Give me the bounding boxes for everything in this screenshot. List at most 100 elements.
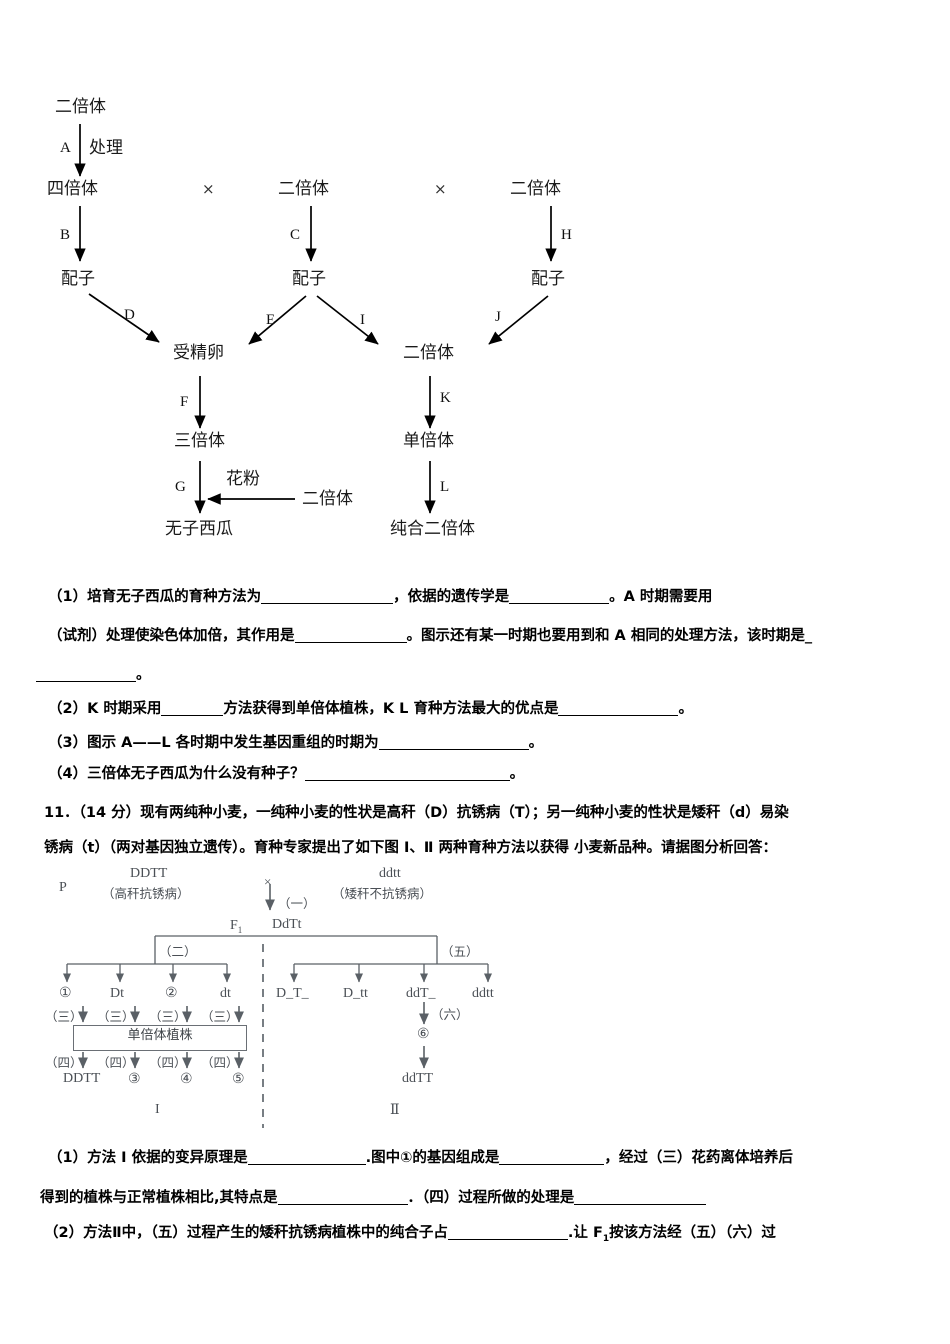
node-diploid-right: 二倍体 [510,179,561,199]
node-haploid: 单倍体 [403,431,454,451]
method1-gamete-3: ② [165,986,178,1001]
q11-2-text-b: .让 F [567,1225,603,1241]
q1-text-a: 培育无子西瓜的育种方法为 [87,589,262,605]
q11-2-text-a: 方法Ⅱ中，（五）过程产生的矮秆抗锈病植株中的纯合子占 [83,1225,448,1241]
edge-label-e: E [266,312,276,328]
step-three-label-1: （三） [45,1009,83,1024]
cross-symbol-2: × [434,180,447,198]
method1-gamete-1: ① [59,986,72,1001]
q11-1-text-a: 方法 I 依据的变异原理是 [87,1150,248,1166]
edge-label-j: J [495,309,501,325]
node-gamete-mid: 配子 [292,269,326,289]
q1-blank-1[interactable] [261,603,394,604]
edge-label-h: H [561,227,572,243]
wheat-breeding-flowchart: P DDTT （高秆抗锈病） × ddtt （矮秆不抗锈病） （一） F1 Dd… [45,866,555,1136]
q11-score: （14 分） [78,805,141,821]
q11-1-blank-2[interactable] [499,1164,605,1165]
node-triploid: 三倍体 [174,431,225,451]
edge-label-b: B [60,227,71,243]
q11-2-f1-sub: 1 [602,1233,610,1244]
parent-generation-label: P [59,880,67,895]
q3-num: （3） [48,735,88,751]
q1-text-line2-b: 。图示还有某一时期也要用到和 A 相同的处理方法，该时期是_ [406,628,813,644]
method2-final-genotype: ddTT [402,1071,434,1086]
method1-gamete-2: Dt [110,986,124,1001]
diagram2-connectors [62,884,493,1128]
q2-text-b: 方法获得到单倍体植株，K L 育种方法最大的优点是 [223,701,559,717]
q11-1-blank-3[interactable] [277,1204,408,1205]
q11-line2: 锈病（t）（两对基因独立遗传）。育种专家提出了如下图 I、Ⅱ 两种育种方法以获得… [44,840,778,856]
seedless-watermelon-flowchart: 二倍体 A 处理 四倍体 × 二倍体 × 二倍体 B C H 配子 配子 配子 … [0,0,950,565]
question-1-line-2: （试剂）处理使染色体加倍，其作用是 。图示还有某一时期也要用到和 A 相同的处理方… [48,624,812,645]
q4-text-b: 。 [509,766,525,782]
step-three-label-4: （三） [201,1009,239,1024]
q11-1-blank-4[interactable] [574,1204,707,1205]
q1-num: （1） [48,589,88,605]
question-2: （2）K 时期采用 方法获得到单倍体植株，K L 育种方法最大的优点是 。 [48,697,693,718]
node-zygote: 受精卵 [173,343,224,363]
method-1-label: I [155,1102,160,1117]
q4-text-a: 三倍体无子西瓜为什么没有种子？ [87,766,305,782]
q2-blank-2[interactable] [558,715,679,716]
parent-cross-symbol: × [264,874,272,889]
f1-genotype: DdTt [272,917,302,932]
question-3: （3）图示 A——L 各时期中发生基因重组的时期为。 [48,731,543,752]
edge-label-d: D [124,307,135,323]
step-four-label-3: （四） [149,1055,187,1070]
q1-blank-3[interactable] [294,642,407,643]
cross-symbol-1: × [202,180,215,198]
edge-label-a-note: 处理 [89,138,123,158]
method-2-label: Ⅱ [390,1103,400,1118]
edge-label-g-note-pollen: 花粉 [226,469,260,489]
q2-text-a: K 时期采用 [87,701,162,717]
method2-offspring-3: ddT_ [406,986,436,1001]
edge-label-l: L [440,479,450,495]
question-1-line-1: （1）培育无子西瓜的育种方法为，依据的遗传学是。A 时期需要用 [48,585,712,606]
q2-text-c: 。 [678,701,693,717]
q1-blank-4[interactable] [36,681,136,682]
step-three-label-3: （三） [149,1009,187,1024]
question-11-line-2: 锈病（t）（两对基因独立遗传）。育种专家提出了如下图 I、Ⅱ 两种育种方法以获得… [44,836,777,857]
q11-1-text-e: ．（四）过程所做的处理是 [407,1190,575,1206]
question-1-line-3: 。 [36,663,151,684]
q11-2-text-c: 按该方法经（五）（六）过 [609,1225,776,1241]
f1-label: F1 [230,918,243,935]
node-diploid-lower: 二倍体 [403,343,454,363]
node-homozygous-diploid: 纯合二倍体 [390,519,475,539]
method1-gamete-4: dt [220,986,231,1001]
method1-result-2: ③ [128,1072,141,1087]
parent-right-phenotype: （矮秆不抗锈病） [332,886,433,901]
step-three-label-2: （三） [97,1009,135,1024]
edge-label-g: G [175,479,186,495]
q11-sub-2: （2）方法Ⅱ中，（五）过程产生的矮秆抗锈病植株中的纯合子占.让 F1按该方法经（… [44,1221,776,1244]
q3-blank-1[interactable] [378,749,529,750]
q11-1-text-d: 得到的植株与正常植株相比,其特点是 [40,1190,278,1206]
method1-result-1: DDTT [63,1071,101,1086]
q2-num: （2） [48,701,88,717]
step-one-label: （一） [278,896,316,911]
q3-text-a: 图示 A——L 各时期中发生基因重组的时期为 [87,735,379,751]
edge-label-f: F [180,394,189,410]
parent-right-genotype: ddtt [379,866,401,881]
diagram1-connectors [74,124,557,514]
parent-left-genotype: DDTT [130,866,168,881]
edge-label-a: A [60,140,71,156]
method1-result-4: ⑤ [232,1072,245,1087]
q11-1-text-b: .图中①的基因组成是 [365,1150,500,1166]
step-four-label-2: （四） [97,1055,135,1070]
q11-1-blank-1[interactable] [247,1164,366,1165]
q11-2-blank-1[interactable] [447,1239,568,1240]
q4-blank-1[interactable] [304,780,510,781]
method2-offspring-1: D_T_ [276,986,309,1001]
q11-1-text-c: ，经过（三）花药离体培养后 [604,1150,793,1166]
q1-blank-2[interactable] [509,603,610,604]
q1-text-line3-a: 。 [136,667,151,683]
edge-label-k: K [440,390,451,406]
step-two-label: （二） [159,944,197,959]
q2-blank-1[interactable] [161,715,224,716]
q11-sub-1-line-1: （1）方法 I 依据的变异原理是.图中①的基因组成是，经过（三）花药离体培养后 [48,1146,793,1167]
node-gamete-right: 配子 [531,269,565,289]
q1-text-line2-a: （试剂）处理使染色体加倍，其作用是 [48,628,295,644]
q1-text-b: ，依据的遗传学是 [393,589,510,605]
edge-label-c: C [290,227,301,243]
